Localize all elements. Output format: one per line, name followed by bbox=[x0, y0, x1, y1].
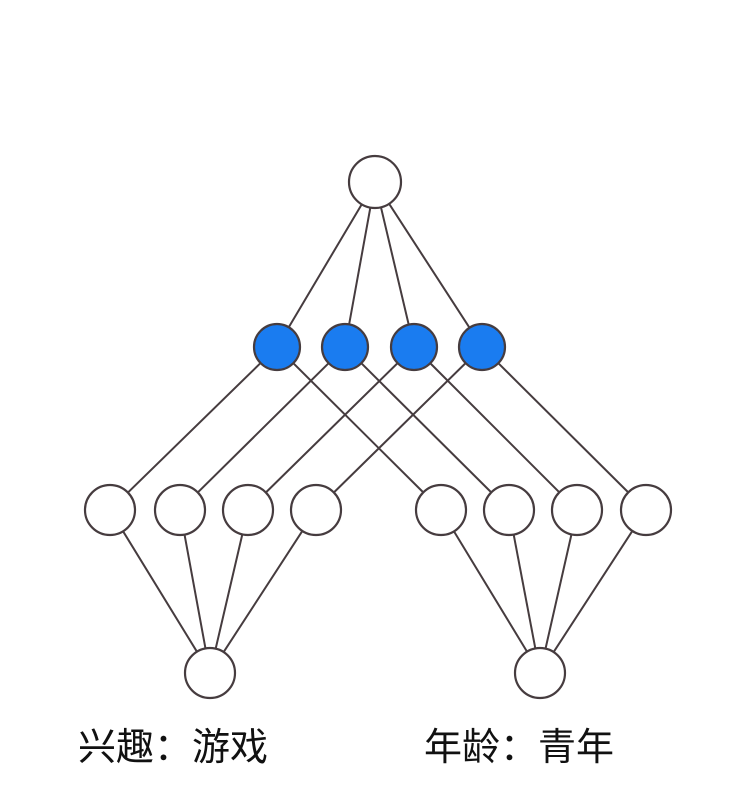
node-m3[interactable] bbox=[221, 483, 275, 537]
edge-m8-b2 bbox=[552, 529, 634, 654]
edge-h3-m7 bbox=[429, 362, 561, 494]
node-b2[interactable] bbox=[513, 646, 567, 700]
edge-m6-b2 bbox=[512, 533, 537, 650]
edge-t1-h1 bbox=[287, 203, 363, 329]
edge-m4-b1 bbox=[222, 529, 304, 654]
node-m7[interactable] bbox=[550, 483, 604, 537]
edge-m3-b1 bbox=[214, 533, 244, 650]
edge-h4-m4 bbox=[332, 362, 467, 494]
age-label: 年龄：青年 bbox=[424, 725, 614, 769]
edges-group bbox=[122, 202, 634, 654]
node-b1[interactable] bbox=[183, 646, 237, 700]
labels-group: 兴趣：游戏 年龄：青年 bbox=[78, 725, 614, 769]
edge-m7-b2 bbox=[544, 533, 573, 650]
edge-h2-m2 bbox=[196, 362, 330, 494]
edge-h1-m5 bbox=[292, 362, 425, 494]
node-h4-highlighted[interactable] bbox=[457, 322, 507, 372]
edge-h1-m1 bbox=[126, 362, 262, 494]
node-h3-highlighted[interactable] bbox=[389, 322, 439, 372]
interest-label: 兴趣：游戏 bbox=[78, 725, 268, 769]
node-m2[interactable] bbox=[153, 483, 207, 537]
nodes-group bbox=[83, 154, 673, 700]
node-m5[interactable] bbox=[414, 483, 468, 537]
node-h2-highlighted[interactable] bbox=[320, 322, 370, 372]
node-t1[interactable] bbox=[347, 154, 403, 210]
edge-t1-h4 bbox=[388, 202, 471, 329]
edge-h3-m3 bbox=[264, 362, 399, 494]
edge-m2-b1 bbox=[183, 533, 207, 650]
edge-t1-h3 bbox=[379, 206, 410, 326]
node-m6[interactable] bbox=[482, 483, 536, 537]
node-m4[interactable] bbox=[289, 483, 343, 537]
edge-h2-m6 bbox=[360, 362, 493, 494]
edge-h4-m8 bbox=[497, 362, 630, 494]
edge-m1-b1 bbox=[122, 530, 198, 653]
node-m1[interactable] bbox=[83, 483, 137, 537]
edge-t1-h2 bbox=[348, 206, 372, 326]
node-m8[interactable] bbox=[619, 483, 673, 537]
node-h1-highlighted[interactable] bbox=[252, 322, 302, 372]
edge-m5-b2 bbox=[452, 530, 529, 653]
